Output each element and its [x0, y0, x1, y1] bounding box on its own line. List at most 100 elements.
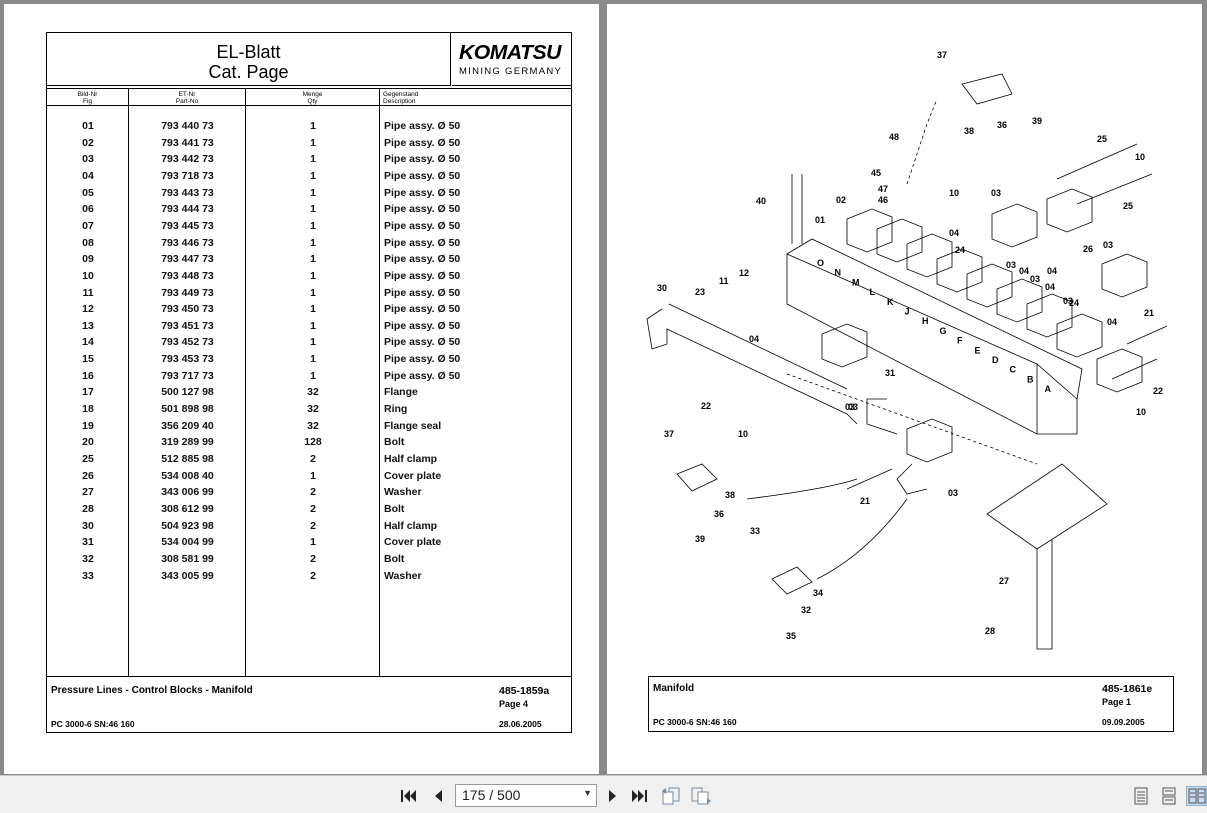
row-quantity: 1: [310, 236, 316, 249]
last-page-button[interactable]: [630, 786, 650, 806]
last-page-icon: [632, 790, 647, 802]
single-page-view-icon: [1134, 787, 1148, 805]
row-description: Washer: [384, 486, 422, 499]
row-quantity: 2: [310, 519, 316, 532]
callout-label: 22: [1153, 386, 1163, 396]
row-quantity: 1: [310, 353, 316, 366]
row-part-number: 343 005 99: [161, 569, 214, 582]
chevron-down-icon[interactable]: ▼: [583, 788, 592, 798]
row-part-number: 793 718 73: [161, 169, 214, 182]
nav-back-button[interactable]: [661, 786, 683, 806]
callout-label: 03: [948, 488, 958, 498]
row-description: Pipe assy. Ø 50: [384, 236, 461, 249]
callout-label: 47: [878, 184, 888, 194]
row-fig: 15: [82, 353, 94, 366]
callout-label: 22: [701, 401, 711, 411]
row-description: Half clamp: [384, 519, 438, 532]
row-quantity: 1: [310, 336, 316, 349]
row-description: Pipe assy. Ø 50: [384, 153, 461, 166]
row-fig: 13: [82, 319, 94, 332]
facing-pages-view-icon: [1188, 788, 1205, 804]
row-quantity: 128: [304, 436, 322, 449]
row-quantity: 1: [310, 186, 316, 199]
row-part-number: 534 008 40: [161, 469, 214, 482]
callout-label: 03: [1103, 240, 1113, 250]
callout-label: 35: [786, 631, 796, 641]
drawing-footer: Manifold 485-1861e Page 1 PC 3000-6 SN:4…: [648, 676, 1174, 732]
row-part-number: 793 445 73: [161, 219, 214, 232]
next-page-button[interactable]: [603, 786, 623, 806]
row-fig: 11: [82, 286, 94, 299]
continuous-view-button[interactable]: [1159, 786, 1179, 806]
row-quantity: 32: [307, 403, 319, 416]
callout-label: 37: [937, 50, 947, 60]
row-description: Flange: [384, 386, 418, 399]
row-fig: 31: [82, 536, 94, 549]
row-fig: 09: [82, 253, 94, 266]
facing-pages-view-button[interactable]: [1186, 786, 1207, 806]
port-letter-label: A: [1045, 384, 1052, 394]
row-part-number: 793 444 73: [161, 203, 214, 216]
row-fig: 04: [82, 169, 94, 182]
row-quantity: 1: [310, 153, 316, 166]
row-part-number: 500 127 98: [161, 386, 214, 399]
row-fig: 12: [82, 303, 94, 316]
port-letter-label: G: [940, 326, 947, 336]
logo-main-text: KOMATSU: [459, 42, 561, 64]
row-fig: 16: [82, 369, 94, 382]
sheet-title: EL-Blatt Cat. Page: [47, 33, 451, 86]
nav-forward-button[interactable]: [690, 786, 712, 806]
callout-label: 21: [860, 496, 870, 506]
footer-date: 28.06.2005: [499, 719, 542, 729]
single-page-view-button[interactable]: [1131, 786, 1151, 806]
port-letter-label: D: [992, 355, 999, 365]
row-quantity: 2: [310, 453, 316, 465]
row-fig: 18: [82, 403, 94, 416]
document-viewport[interactable]: EL-Blatt Cat. Page KOMATSU MINING GERMAN…: [0, 0, 1207, 775]
callout-label: 25: [1123, 201, 1133, 211]
drawing-footer-doc-number: 485-1861e: [1102, 683, 1153, 695]
row-description: Flange seal: [384, 419, 442, 432]
row-quantity: 32: [307, 419, 319, 432]
first-page-icon: [401, 790, 416, 802]
callout-label: 31: [885, 368, 895, 378]
row-quantity: 1: [310, 536, 316, 549]
callout-label: 04: [1107, 317, 1117, 327]
row-part-number: 356 209 40: [161, 419, 214, 432]
row-quantity: 1: [310, 269, 316, 282]
row-part-number: 501 898 98: [161, 403, 214, 416]
row-description: Half clamp: [384, 453, 438, 465]
callout-label: 36: [714, 509, 724, 519]
port-letter-label: M: [852, 277, 860, 287]
callout-label: 36: [997, 120, 1007, 130]
row-part-number: 504 923 98: [161, 519, 214, 532]
row-part-number: 308 581 99: [161, 552, 214, 565]
row-part-number: 793 449 73: [161, 286, 214, 299]
row-part-number: 793 450 73: [161, 303, 214, 316]
row-description: Pipe assy. Ø 50: [384, 303, 461, 316]
row-fig: 14: [82, 336, 94, 349]
callout-label: 40: [756, 196, 766, 206]
page-number-field[interactable]: 175 / 500 ▼: [455, 784, 597, 807]
first-page-button[interactable]: [398, 786, 418, 806]
prev-page-button[interactable]: [428, 786, 448, 806]
callout-label: 39: [695, 534, 705, 544]
row-part-number: 319 289 99: [161, 436, 214, 449]
